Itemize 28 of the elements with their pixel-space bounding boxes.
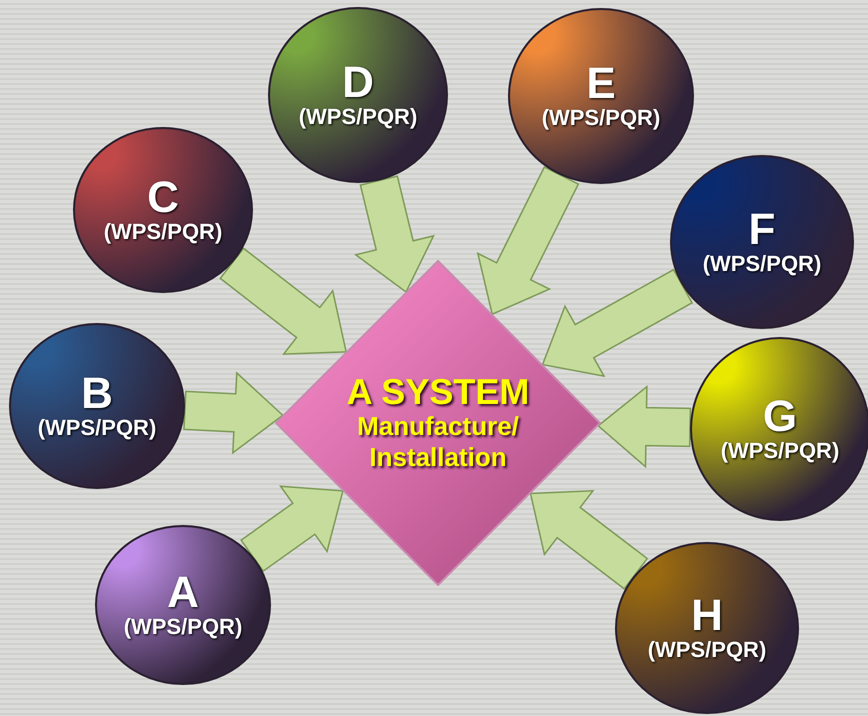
node-letter: G <box>762 394 798 439</box>
diamond-node <box>275 260 601 586</box>
node-letter: A <box>167 570 199 615</box>
ellipse-node <box>690 337 868 521</box>
block-arrow <box>476 166 580 316</box>
block-arrow <box>542 268 694 378</box>
node-label: (WPS/PQR) <box>298 104 418 130</box>
node-label: (WPS/PQR) <box>104 220 222 244</box>
node-label: (WPS/PQR) <box>542 106 660 130</box>
node-title: A SYSTEM <box>346 372 530 411</box>
block-arrow <box>183 371 284 454</box>
block-arrow <box>240 485 344 572</box>
node-label: (WPS/PQR) <box>648 638 766 662</box>
node-label: (WPS/PQR) <box>38 416 156 440</box>
node-label: (WPS/PQR) <box>720 438 840 464</box>
node-letter: H <box>691 594 723 638</box>
node-letter: D <box>342 60 374 105</box>
node-letter: F <box>748 208 776 252</box>
block-arrow <box>354 175 435 294</box>
block-arrow <box>530 490 648 590</box>
block-arrow <box>219 247 348 355</box>
node-letter: E <box>586 62 616 106</box>
node-letter: C <box>147 176 179 220</box>
node-letter: B <box>81 372 113 416</box>
node-label: Manufacture/ Installation <box>356 410 520 474</box>
block-arrow <box>597 385 692 468</box>
node-label: (WPS/PQR) <box>124 614 242 640</box>
node-label: (WPS/PQR) <box>702 252 822 276</box>
